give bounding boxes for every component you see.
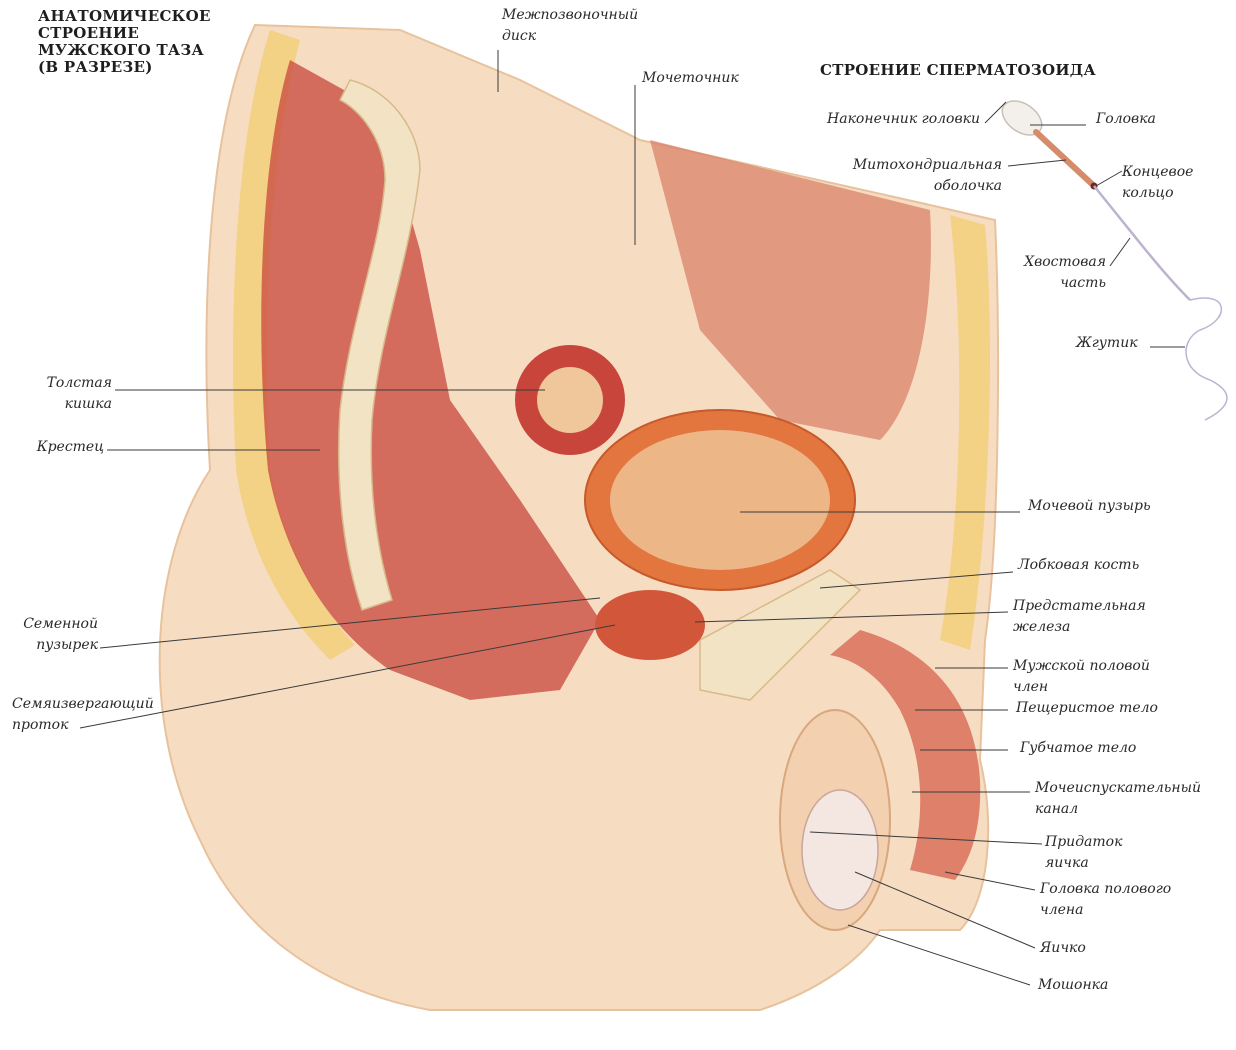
label-testis: Яичко <box>1040 938 1086 959</box>
label-penis: Мужской половой член <box>1013 656 1150 698</box>
label-pubic-bone: Лобковая кость <box>1018 555 1139 576</box>
testis-shape <box>802 790 878 910</box>
label-bladder: Мочевой пузырь <box>1028 496 1151 517</box>
label-prostate: Предстательная железа <box>1013 596 1146 638</box>
label-colon: Толстая кишка <box>20 373 112 415</box>
label-tail: Хвостовая часть <box>980 252 1106 294</box>
label-mitochondrial-sheath: Митохондриальная оболочка <box>820 155 1002 197</box>
colon-inner <box>537 367 603 433</box>
label-flagellum: Жгутик <box>1076 333 1138 354</box>
label-scrotum: Мошонка <box>1038 975 1108 996</box>
sperm-section-title: СТРОЕНИЕ СПЕРМАТОЗОИДА <box>820 62 1140 79</box>
label-ureter: Мочеточник <box>642 68 739 89</box>
leader-tail <box>1110 238 1130 266</box>
sperm-flagellum <box>1186 298 1227 420</box>
label-head: Головка <box>1096 109 1156 130</box>
label-corpus-cavernosum: Пещеристое тело <box>1016 698 1158 719</box>
label-sacrum: Крестец <box>20 437 104 458</box>
prostate-shape <box>595 590 705 660</box>
label-seminal-vesicle: Семенной пузырек <box>10 614 98 656</box>
label-urethra: Мочеиспускательный канал <box>1035 778 1201 820</box>
sperm-midpiece <box>1036 132 1092 184</box>
label-glans: Головка полового члена <box>1040 879 1171 921</box>
label-epididymis: Придаток яичка <box>1045 832 1122 874</box>
label-end-ring: Концевое кольцо <box>1122 162 1193 204</box>
label-ejaculatory-duct: Семяизвергающий проток <box>12 694 154 736</box>
label-disc: Межпозвоночный диск <box>502 5 638 47</box>
label-corpus-spongiosum: Губчатое тело <box>1020 738 1136 759</box>
main-title: АНАТОМИЧЕСКОЕ СТРОЕНИЕ МУЖСКОГО ТАЗА (В … <box>38 8 238 76</box>
leader-mitochondrial <box>1008 160 1066 166</box>
bladder-inner <box>610 430 830 570</box>
leader-end-ring <box>1096 171 1122 186</box>
label-acrosome: Наконечник головки <box>780 109 980 130</box>
